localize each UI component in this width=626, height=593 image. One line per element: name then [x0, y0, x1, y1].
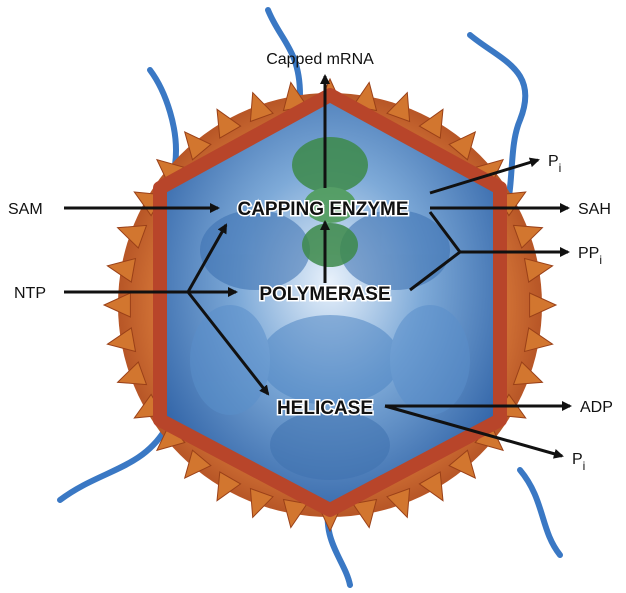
- polymerase-label: POLYMERASE: [259, 284, 390, 305]
- pi-bottom-label: Pi: [572, 451, 585, 473]
- spike: [530, 293, 556, 317]
- pi-top-label: Pi: [548, 153, 561, 175]
- ppi-label: PPi: [578, 245, 602, 267]
- sah-label: SAH: [578, 201, 611, 218]
- spike: [104, 293, 130, 317]
- helicase-label: HELICASE: [277, 398, 373, 419]
- adp-label: ADP: [580, 399, 613, 416]
- capping-enzyme-label: CAPPING ENZYME: [237, 199, 408, 220]
- capped-mrna-label: Capped mRNA: [266, 51, 374, 68]
- rna-strand-bottom-right: [520, 470, 560, 555]
- sam-label: SAM: [8, 201, 43, 218]
- ntp-label: NTP: [14, 285, 46, 302]
